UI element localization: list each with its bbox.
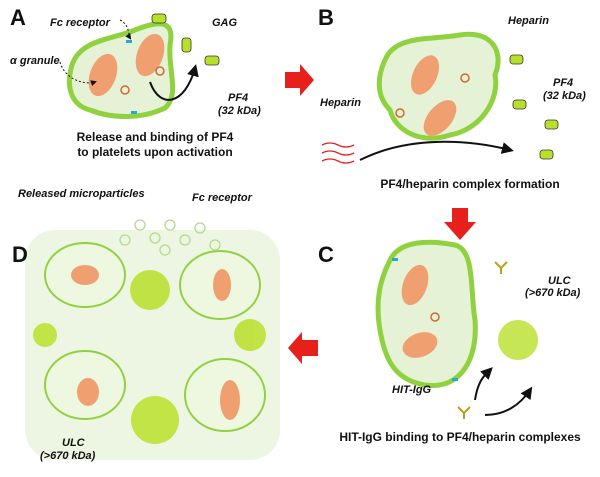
caption-b: PF4/heparin complex formation <box>380 177 560 191</box>
ulc-complex <box>498 320 538 360</box>
alpha-granule-label: α granule <box>10 55 60 67</box>
panel-label-d: D <box>12 242 28 267</box>
platelet-c <box>375 239 538 419</box>
pf4-gag <box>204 55 220 66</box>
heparin-left-label: Heparin <box>320 97 361 109</box>
gag-label: GAG <box>212 17 238 29</box>
pf4-label-b: PF4 <box>553 77 574 89</box>
ulc-mass-label-d: (>670 kDa) <box>40 450 96 462</box>
ulc-mass-label-c: (>670 kDa) <box>525 287 581 299</box>
arrow-b-to-c <box>444 208 476 240</box>
pf4-label: PF4 <box>228 92 249 104</box>
alpha-granule <box>135 33 165 77</box>
ulc-label-c: ULC <box>548 275 571 287</box>
fc-receptor-label-d: Fc receptor <box>192 192 252 204</box>
arrow-a-to-b <box>285 64 314 96</box>
fc-receptor-label: Fc receptor <box>50 17 110 29</box>
caption-a-line1: Release and binding of PF4 <box>76 130 234 144</box>
fc-receptor <box>126 40 132 43</box>
panel-label-c: C <box>318 242 334 267</box>
panel-label-a: A <box>10 5 26 30</box>
pf4-mass-label-b: (32 kDa) <box>543 90 586 102</box>
ulc-label-d: ULC <box>62 437 85 449</box>
microparticles-label: Released microparticles <box>18 188 145 200</box>
caption-c: HIT-IgG binding to PF4/heparin complexes <box>339 430 581 444</box>
platelet-a <box>59 13 220 119</box>
arrow-c-to-d <box>288 332 318 364</box>
heparin-top-label: Heparin <box>508 15 549 27</box>
panel-label-b: B <box>318 5 334 30</box>
fc-receptor <box>131 111 137 114</box>
platelet-network-d <box>25 219 280 460</box>
pf4-mass-label: (32 kDa) <box>218 105 261 117</box>
platelet-b <box>321 31 559 164</box>
caption-a-line2: to platelets upon activation <box>77 145 233 159</box>
hit-igg-label: HIT-IgG <box>392 384 432 396</box>
